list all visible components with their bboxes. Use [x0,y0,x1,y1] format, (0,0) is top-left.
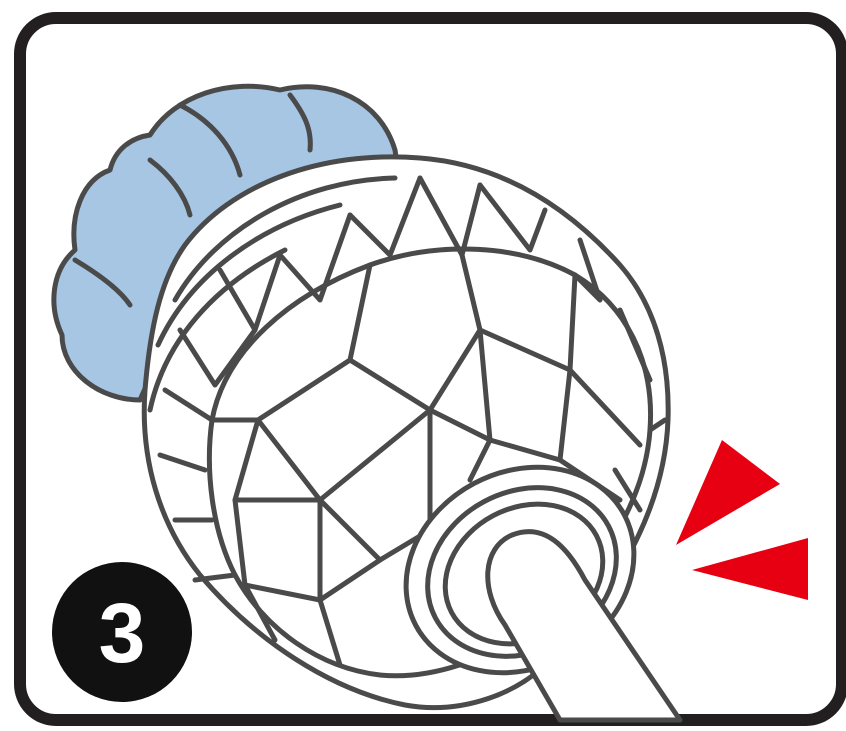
front-facets [209,252,643,668]
bumper-seam [72,257,133,308]
step-badge-circle [52,562,192,702]
rear-band [147,247,288,413]
device-illustration [51,83,683,723]
red-triangle-upper [676,440,780,545]
attention-marks [676,440,808,600]
rear-band [172,175,398,303]
finger [485,529,683,723]
red-triangle-lower [692,538,808,600]
bumper-seam [287,92,313,153]
step-badge: 3 [52,562,192,702]
bumper-seam [147,157,193,218]
band-facets [157,175,668,583]
bumper-seam [177,102,243,178]
step-number: 3 [99,586,146,680]
rear-band [155,202,343,348]
